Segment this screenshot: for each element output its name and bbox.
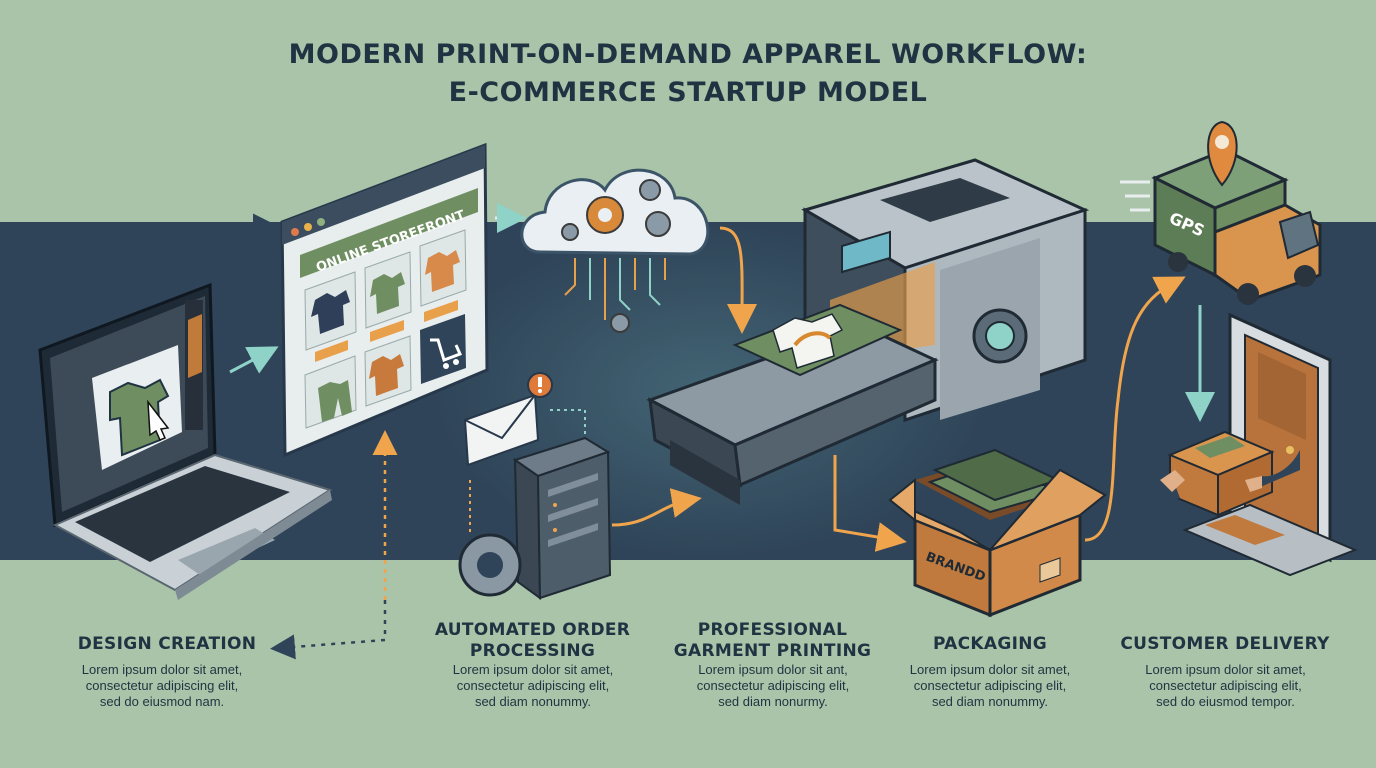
page-title-line-1: MODERN PRINT-ON-DEMAND APPAREL WORKFLOW: xyxy=(288,39,1088,70)
shipping-box: BRANDD xyxy=(888,448,1107,618)
server-icon xyxy=(512,436,612,600)
gear-icon xyxy=(586,196,624,234)
arrow-order-to-printing xyxy=(611,488,702,527)
arrow-laptop-to-storefront-lower xyxy=(229,346,279,374)
step-5-desc-line: sed do eiusmod tempor. xyxy=(1156,694,1295,709)
step-3-desc: Lorem ipsum dolor sit ant, consectetur a… xyxy=(668,662,878,710)
step-2-title-line: AUTOMATED ORDER xyxy=(434,620,631,640)
step-2-desc-line: consectetur adipiscing elit, xyxy=(456,678,610,693)
page-title: MODERN PRINT-ON-DEMAND APPAREL WORKFLOW:… xyxy=(0,36,1376,112)
arrow-printing-to-packaging xyxy=(833,455,907,552)
step-3-title: PROFESSIONAL GARMENT PRINTING xyxy=(660,620,885,662)
step-3-desc-line: consectetur adipiscing elit, xyxy=(696,678,850,693)
step-5-title: CUSTOMER DELIVERY xyxy=(1120,634,1330,654)
step-3-title-line: PROFESSIONAL xyxy=(697,620,848,640)
arrow-to-design-creation xyxy=(270,600,387,660)
step-4-title: PACKAGING xyxy=(932,634,1048,654)
laptop-icon xyxy=(38,282,333,600)
step-3-desc-line: Lorem ipsum dolor sit ant, xyxy=(698,662,848,677)
step-4-desc-line: Lorem ipsum dolor sit amet, xyxy=(909,662,1071,677)
step-2-desc-line: sed diam nonummy. xyxy=(474,694,592,709)
step-1-desc-line: consectetur adipiscing elit, xyxy=(85,678,239,693)
delivered-package xyxy=(1135,430,1300,517)
gear-icon-small xyxy=(561,179,671,241)
step-1-desc-line: Lorem ipsum dolor sit amet, xyxy=(81,662,243,677)
step-1-title: DESIGN CREATION xyxy=(77,634,257,654)
step-5-desc-line: consectetur adipiscing elit, xyxy=(1149,678,1302,693)
step-5-desc-line: Lorem ipsum dolor sit amet, xyxy=(1145,662,1306,677)
step-1-desc-line: sed do eiusmod nam. xyxy=(99,694,225,709)
step-5-desc: Lorem ipsum dolor sit amet, consectetur … xyxy=(1118,662,1333,710)
step-2-title: AUTOMATED ORDER PROCESSING xyxy=(420,620,645,662)
step-4-desc-line: consectetur adipiscing elit, xyxy=(913,678,1067,693)
step-4-desc: Lorem ipsum dolor sit amet, consectetur … xyxy=(885,662,1095,710)
printed-tshirt xyxy=(732,303,903,377)
step-2-title-line: PROCESSING xyxy=(469,641,596,661)
step-2-desc-line: Lorem ipsum dolor sit amet, xyxy=(452,662,614,677)
step-3-desc-line: sed diam nonurmy. xyxy=(718,694,828,709)
step-3-title-line: GARMENT PRINTING xyxy=(673,641,872,661)
step-1-desc: Lorem ipsum dolor sit amet, consectetur … xyxy=(62,662,262,710)
arrow-laptop-to-storefront xyxy=(130,213,278,310)
conveyor-belt xyxy=(646,323,939,505)
tshirt-grid xyxy=(304,229,467,429)
page-title-line-2: E-COMMERCE STARTUP MODEL xyxy=(448,77,928,108)
location-pin-icon xyxy=(1207,120,1238,187)
storefront-window: ONLINE STOREFRONT xyxy=(280,142,489,458)
alert-icon xyxy=(527,372,553,398)
step-4-desc-line: sed diam nonummy. xyxy=(931,694,1049,709)
cloud-gears-icon xyxy=(520,168,710,333)
arrow-cloud-to-printer xyxy=(719,226,758,334)
printer-machine xyxy=(801,158,1090,423)
step-2-desc: Lorem ipsum dolor sit amet, consectetur … xyxy=(428,662,638,710)
arrow-packaging-to-delivery xyxy=(1084,276,1186,542)
email-icon xyxy=(463,393,540,467)
gear-icon-order xyxy=(458,533,522,597)
